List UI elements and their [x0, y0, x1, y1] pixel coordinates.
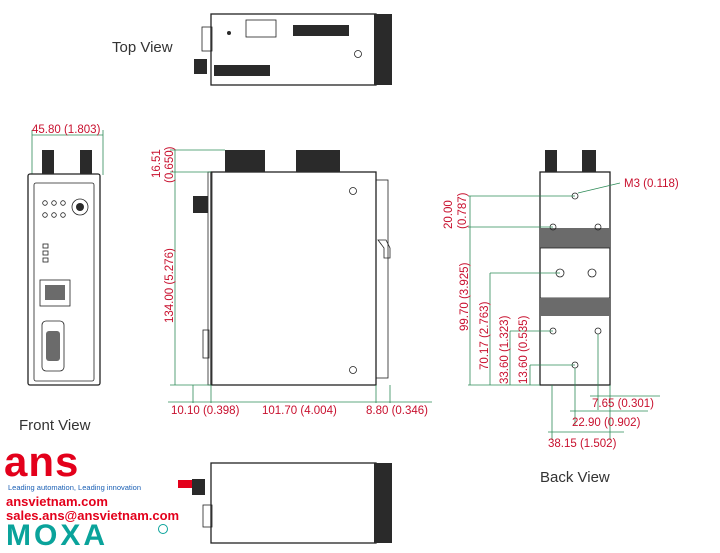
top-view: Top View	[112, 13, 392, 86]
top-view-screw-right	[354, 50, 362, 58]
side-connector-dim-a: 16.51	[151, 149, 163, 178]
back-top-dim-a: 20.00	[443, 200, 455, 229]
top-view-terminal-block-bottom	[214, 65, 270, 76]
back-38-dim: 38.15 (1.502)	[548, 438, 617, 450]
side-rail-dim: 8.80 (0.346)	[366, 405, 428, 417]
top-view-screw	[227, 31, 231, 35]
front-db9-pins	[46, 331, 60, 361]
back-7-dim: 7.65 (0.301)	[592, 398, 654, 410]
ans-website[interactable]: ansvietnam.com	[6, 494, 108, 509]
top-view-label-plate	[245, 19, 277, 38]
ans-email[interactable]: sales.ans@ansvietnam.com	[6, 508, 180, 523]
front-view-body	[27, 173, 101, 386]
side-view-body	[210, 171, 377, 386]
ans-tagline: Leading automation, Leading innovation	[8, 483, 142, 492]
front-led-3	[60, 200, 66, 206]
back-view-body	[539, 171, 611, 386]
front-width-dim: 45.80 (1.803)	[32, 124, 101, 136]
front-panel	[33, 182, 95, 382]
side-depth-dim: 101.70 (4.004)	[262, 405, 337, 417]
back-99-dim: 99.70 (3.925)	[459, 262, 471, 331]
top-view-terminal-block-top	[293, 25, 349, 36]
front-antenna-core	[76, 203, 84, 211]
side-view: 16.51 (0.650) 134.00 (5.276) 10.10 (0.39…	[151, 146, 432, 417]
front-led-1	[42, 200, 48, 206]
front-led-4	[42, 212, 48, 218]
bottom-view-antenna	[192, 479, 205, 495]
back-view-label: Back View	[540, 469, 610, 486]
back-top-dim-b: (0.787)	[457, 192, 469, 229]
side-offset-dim: 10.10 (0.398)	[171, 405, 240, 417]
back-din-strip-bottom	[540, 298, 610, 316]
bottom-view-body	[210, 462, 377, 544]
front-clip-right	[80, 150, 92, 174]
front-led-2	[51, 200, 57, 206]
back-33-dim: 33.60 (1.323)	[499, 315, 511, 384]
front-switch-2	[42, 250, 49, 256]
moxa-logo: MOXA	[6, 519, 108, 552]
top-view-antenna-connector	[194, 59, 207, 74]
side-din-clip	[377, 239, 391, 259]
back-screw-3	[594, 223, 602, 231]
side-height-dim: 134.00 (5.276)	[164, 248, 176, 323]
front-antenna-port	[71, 198, 89, 216]
back-clip-left	[545, 150, 557, 172]
side-terminal-right	[296, 150, 340, 172]
back-screw-dim: M3 (0.118)	[624, 178, 679, 190]
front-led-5	[51, 212, 57, 218]
back-view: M3 (0.118) 20.00 (0.787) 99.70 (3.925) 7…	[443, 150, 679, 450]
back-screw-5	[587, 268, 597, 278]
side-din-rail-mount	[375, 179, 389, 379]
moxa-registered-icon	[158, 524, 168, 534]
top-view-label: Top View	[112, 39, 173, 56]
ans-logo-flag	[178, 480, 192, 488]
side-antenna-connector	[193, 196, 208, 213]
front-rj45-jack	[45, 285, 65, 300]
front-rj45-port	[39, 279, 71, 307]
front-switch-3	[42, 257, 49, 263]
ans-logo: ans	[4, 438, 80, 485]
bottom-view-rail	[374, 463, 392, 543]
back-22-dim: 22.90 (0.902)	[572, 417, 641, 429]
side-connector-dim-b: (0.650)	[164, 146, 176, 183]
bottom-view-port	[202, 504, 213, 528]
front-db9-port	[41, 320, 65, 372]
bottom-view	[192, 462, 392, 544]
side-terminal-left	[225, 150, 265, 172]
top-view-connector-left	[201, 26, 213, 52]
back-70-dim: 70.17 (2.763)	[479, 301, 491, 370]
side-serial-port	[202, 329, 210, 359]
back-13-dim: 13.60 (0.535)	[518, 315, 530, 384]
side-screw-bottom	[349, 366, 357, 374]
front-clip-left	[42, 150, 54, 174]
top-view-rail	[374, 14, 392, 85]
back-clip-right	[582, 150, 596, 172]
back-din-strip-top	[540, 228, 610, 248]
side-screw-top	[349, 187, 357, 195]
front-view-label: Front View	[19, 417, 91, 434]
front-led-6	[60, 212, 66, 218]
front-view: 45.80 (1.803)	[27, 124, 104, 386]
front-switch-1	[42, 243, 49, 249]
